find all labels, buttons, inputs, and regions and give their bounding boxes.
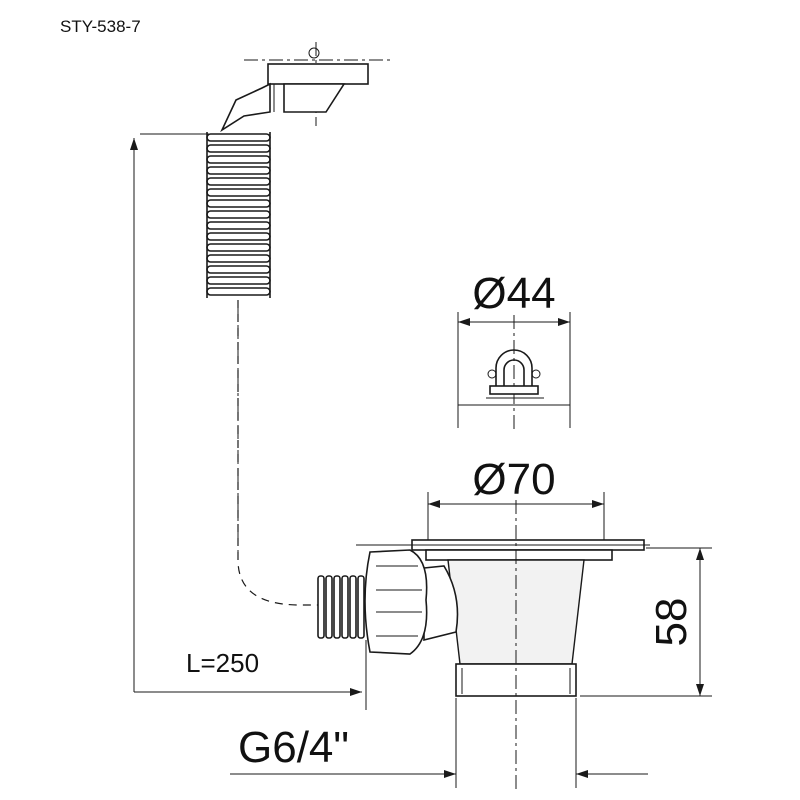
hose-length-dimension (130, 133, 367, 710)
overflow-head (220, 42, 390, 133)
hose-rib (206, 221, 271, 230)
hose-rib (206, 144, 271, 153)
hose-rib (206, 265, 271, 274)
thread-size-dimension (230, 698, 648, 788)
hose-rib (206, 287, 271, 296)
hose-length-label: L=250 (186, 648, 259, 678)
corrugated-hose (206, 132, 320, 606)
connector-rib (349, 575, 357, 639)
connector-rib (333, 575, 341, 639)
drain-diameter-label: Ø70 (472, 455, 555, 504)
hose-rib (206, 254, 271, 263)
drain-body (317, 500, 650, 790)
hose-rib (206, 155, 271, 164)
drain-diameter-dimension (427, 492, 605, 540)
model-code: STY-538-7 (60, 17, 141, 36)
connector-rib (325, 575, 333, 639)
hose-rib (206, 188, 271, 197)
overflow-cap-detail (457, 312, 571, 432)
hose-rib (206, 276, 271, 285)
hose-rib (206, 199, 271, 208)
connector-rib (317, 575, 325, 639)
hose-rib (206, 210, 271, 219)
drain-height-dimension (580, 547, 712, 697)
drain-height-label: 58 (647, 598, 696, 647)
connector-rib (341, 575, 349, 639)
overflow-diameter-label: Ø44 (472, 269, 555, 318)
hose-rib (206, 177, 271, 186)
hose-rib (206, 232, 271, 241)
connector-rib (357, 575, 365, 639)
hose-rib (206, 166, 271, 175)
hose-rib (206, 243, 271, 252)
thread-size-label: G6/4" (238, 723, 349, 772)
hose-rib (206, 133, 271, 142)
